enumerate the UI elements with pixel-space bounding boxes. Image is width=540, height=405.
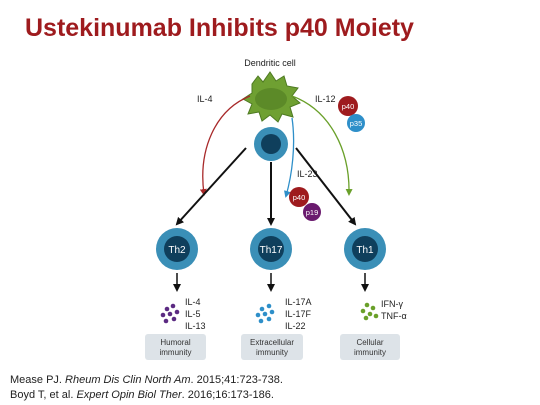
th1-output-2: TNF-α [381,311,407,321]
reference-2-journal: Expert Opin Biol Ther [76,389,182,401]
humoral-line-1: Humoral [160,338,190,347]
cellular-line-2: immunity [354,348,386,357]
immunity-box-extracellular: Extracellular immunity [241,334,303,360]
cellular-line-1: Cellular [356,338,383,347]
p40-subunit-il23: p40 [289,187,309,207]
cytokine-dots-th17 [255,303,275,324]
dendritic-cell [242,71,301,123]
th17-cell: Th17 [250,228,292,270]
reference-1-authors: Mease PJ. [10,374,66,386]
th1-label: Th1 [356,245,374,256]
th17-output-2: IL-17F [285,309,312,319]
p40-label-il23: p40 [293,193,306,202]
th1-cell: Th1 [344,228,386,270]
reference-2-citation: . 2016;16:173-186. [181,389,274,401]
th2-output-2: IL-5 [185,309,201,319]
diff-arrow-th2 [175,147,247,226]
extracellular-line-1: Extracellular [250,338,294,347]
th17-label: Th17 [260,245,283,256]
immunity-box-humoral: Humoral immunity [145,334,206,360]
th17-output-1: IL-17A [285,297,312,307]
p40-subunit-il12: p40 [338,96,358,116]
th2-label: Th2 [168,245,186,256]
immunity-box-cellular: Cellular immunity [340,334,400,360]
cytokine-dots-th1 [360,302,379,321]
diff-arrow-th1 [295,147,357,226]
p19-subunit: p19 [303,203,321,221]
th1-output-1: IFN-γ [381,299,403,309]
reference-2: Boyd T, et al. Expert Opin Biol Ther. 20… [10,388,283,403]
reference-1-journal: Rheum Dis Clin North Am [65,374,191,386]
extracellular-line-2: immunity [256,348,288,357]
th2-cell: Th2 [156,228,198,270]
p40-label-il12: p40 [342,102,355,111]
il4-label: IL-4 [197,94,213,104]
reference-2-authors: Boyd T, et al. [10,389,77,401]
naive-t-cell [254,127,288,161]
th2-output-1: IL-4 [185,297,201,307]
humoral-line-2: immunity [159,348,191,357]
il4-arrow [199,95,251,196]
th17-output-3: IL-22 [285,321,306,331]
slide-title: Ustekinumab Inhibits p40 Moiety [25,14,414,42]
dendritic-cell-label: Dendritic cell [244,58,296,68]
il23-arrow [284,117,295,198]
th2-output-3: IL-13 [185,321,206,331]
il12-label: IL-12 [315,94,336,104]
il23-label: IL-23 [297,169,318,179]
p35-subunit: p35 [347,114,365,132]
reference-1: Mease PJ. Rheum Dis Clin North Am. 2015;… [10,373,283,388]
p35-label: p35 [350,119,363,128]
reference-1-citation: . 2015;41:723-738. [190,374,283,386]
cytokine-dots-th2 [160,303,180,324]
references: Mease PJ. Rheum Dis Clin North Am. 2015;… [10,373,283,403]
p19-label: p19 [306,208,319,217]
il12-arrow [291,95,353,196]
